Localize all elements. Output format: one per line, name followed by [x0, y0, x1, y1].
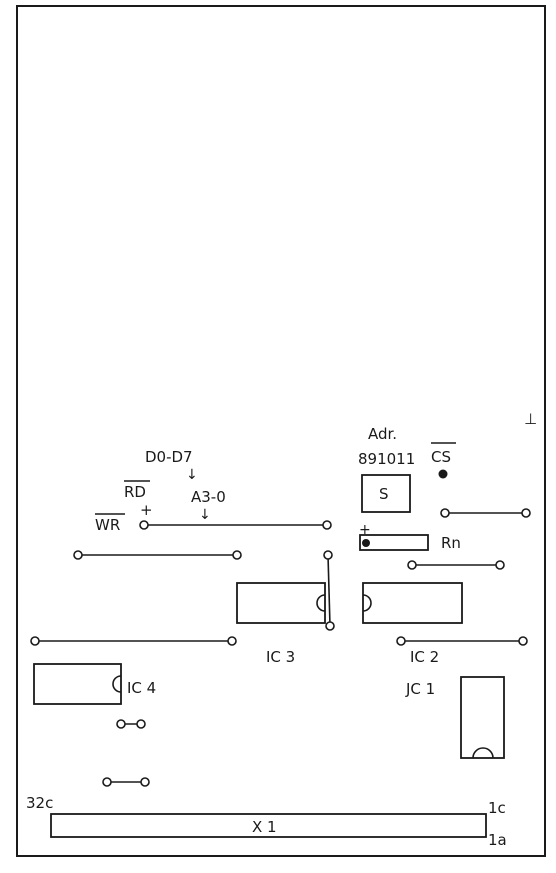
resistor-label: Rn — [441, 534, 461, 552]
ic4-chip — [33, 663, 122, 705]
data-bus-arrow: ↓ — [186, 467, 198, 483]
connector-x1 — [50, 813, 487, 838]
plus-left-label: + — [140, 501, 153, 519]
adr-label: Adr. — [368, 425, 397, 443]
pad-left-row3-a — [30, 636, 40, 646]
jumper-upper-pad-b — [136, 719, 146, 729]
pad-under-rn-b — [495, 560, 505, 570]
bus-pad-left — [139, 520, 149, 530]
board-outline — [16, 5, 546, 857]
pad-right-row3-b — [518, 636, 528, 646]
jumper-lower-pad-a — [102, 777, 112, 787]
connector-pin-1a: 1a — [488, 831, 507, 849]
ic1-label: JC 1 — [405, 680, 435, 698]
address-switch — [361, 474, 411, 513]
pad-vertical-top — [323, 550, 333, 560]
connector-pin-1c: 1c — [488, 799, 506, 817]
ic3-notch — [316, 594, 326, 612]
jumper-upper-pad-a — [116, 719, 126, 729]
pad-right-row3-a — [396, 636, 406, 646]
resistor-pin1 — [362, 539, 370, 547]
wire-vertical-ic3 — [327, 554, 331, 627]
pad-left-row2-a — [73, 550, 83, 560]
ic3-label: IC 3 — [266, 648, 295, 666]
connector-pin-32c: 32c — [26, 794, 53, 812]
pad-left-row2-b — [232, 550, 242, 560]
ground-symbol: ⊥ — [524, 410, 537, 428]
bus-pad-right — [322, 520, 332, 530]
data-bus-label: D0-D7 — [145, 448, 193, 466]
ic1-notch — [472, 747, 494, 759]
jumper-lower-pad-b — [140, 777, 150, 787]
switch-label: S — [379, 485, 389, 503]
pad-right-top-b — [521, 508, 531, 518]
pad-under-rn-a — [407, 560, 417, 570]
connector-label: X 1 — [252, 818, 277, 836]
pad-left-row3-b — [227, 636, 237, 646]
cs-label: CS — [431, 448, 451, 466]
wr-label: WR — [95, 516, 120, 534]
ic4-notch — [112, 675, 122, 693]
pad-vertical-bottom — [325, 621, 335, 631]
ic2-chip — [362, 582, 463, 624]
ic1-chip — [460, 676, 505, 759]
rd-label: RD — [124, 483, 146, 501]
ic4-label: IC 4 — [127, 679, 156, 697]
adr-bits-label: 891011 — [358, 450, 415, 468]
pad-right-top-a — [440, 508, 450, 518]
ic2-label: IC 2 — [410, 648, 439, 666]
addr-arrow: ↓ — [199, 507, 211, 523]
cs-pad — [438, 469, 448, 479]
plus-right-label: + — [359, 522, 371, 538]
addr-label: A3-0 — [191, 488, 226, 506]
ic3-chip — [236, 582, 326, 624]
ic2-notch — [362, 594, 372, 612]
resistor-network — [359, 534, 429, 551]
